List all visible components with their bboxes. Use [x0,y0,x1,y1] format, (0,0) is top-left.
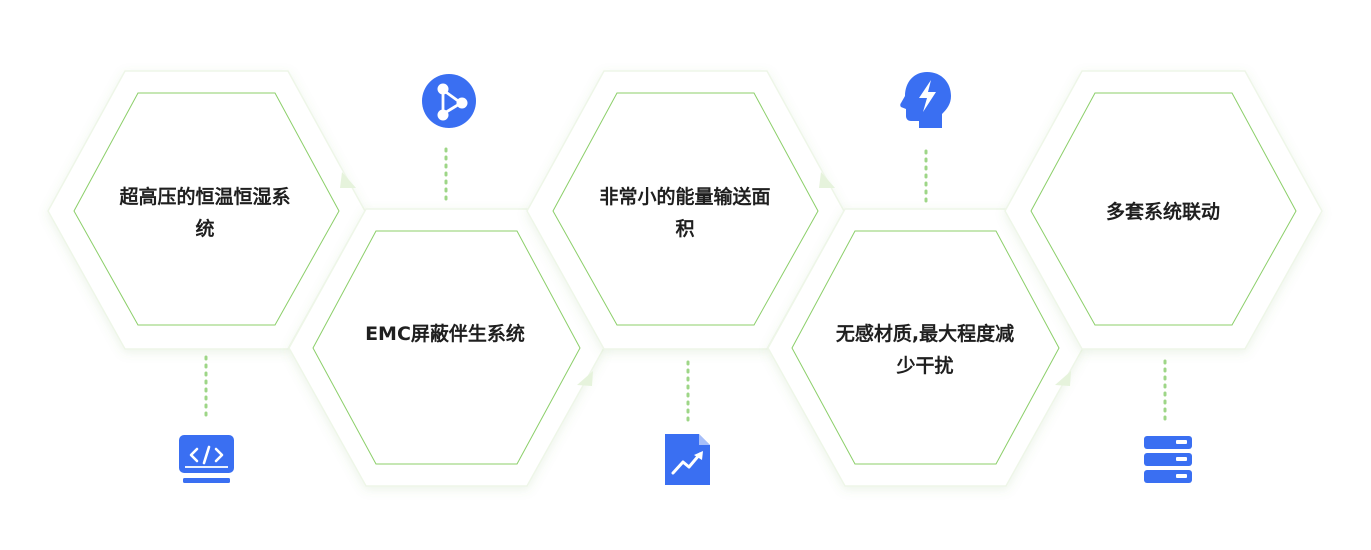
hexagon-2-inner [312,230,581,465]
arrow-3 [819,172,835,188]
feature-label-1: 超高压的恒温恒湿系统 [119,186,291,240]
feature-label-3: 非常小的能量输送面积 [599,186,771,240]
code-monitor-icon [179,435,234,483]
hexagon-5-inner [1030,92,1297,326]
arrow-2 [577,371,593,386]
hexagon-5 [1004,70,1323,350]
share-nodes-icon [422,74,476,128]
feature-label-4: 无感材质,最大程度减少干扰 [835,323,1015,377]
feature-label-5: 多套系统联动 [1105,201,1220,223]
server-stack-icon [1144,436,1192,483]
hexagon-3-inner [552,92,819,326]
arrow-1 [340,172,356,188]
hexagon-4-inner [791,230,1060,465]
feature-label-2: EMC屏蔽伴生系统 [365,323,525,345]
arrow-4 [1055,371,1071,386]
brain-lightning-icon [900,72,951,128]
hexagon-1-inner [73,92,340,326]
trend-document-icon [665,434,710,485]
